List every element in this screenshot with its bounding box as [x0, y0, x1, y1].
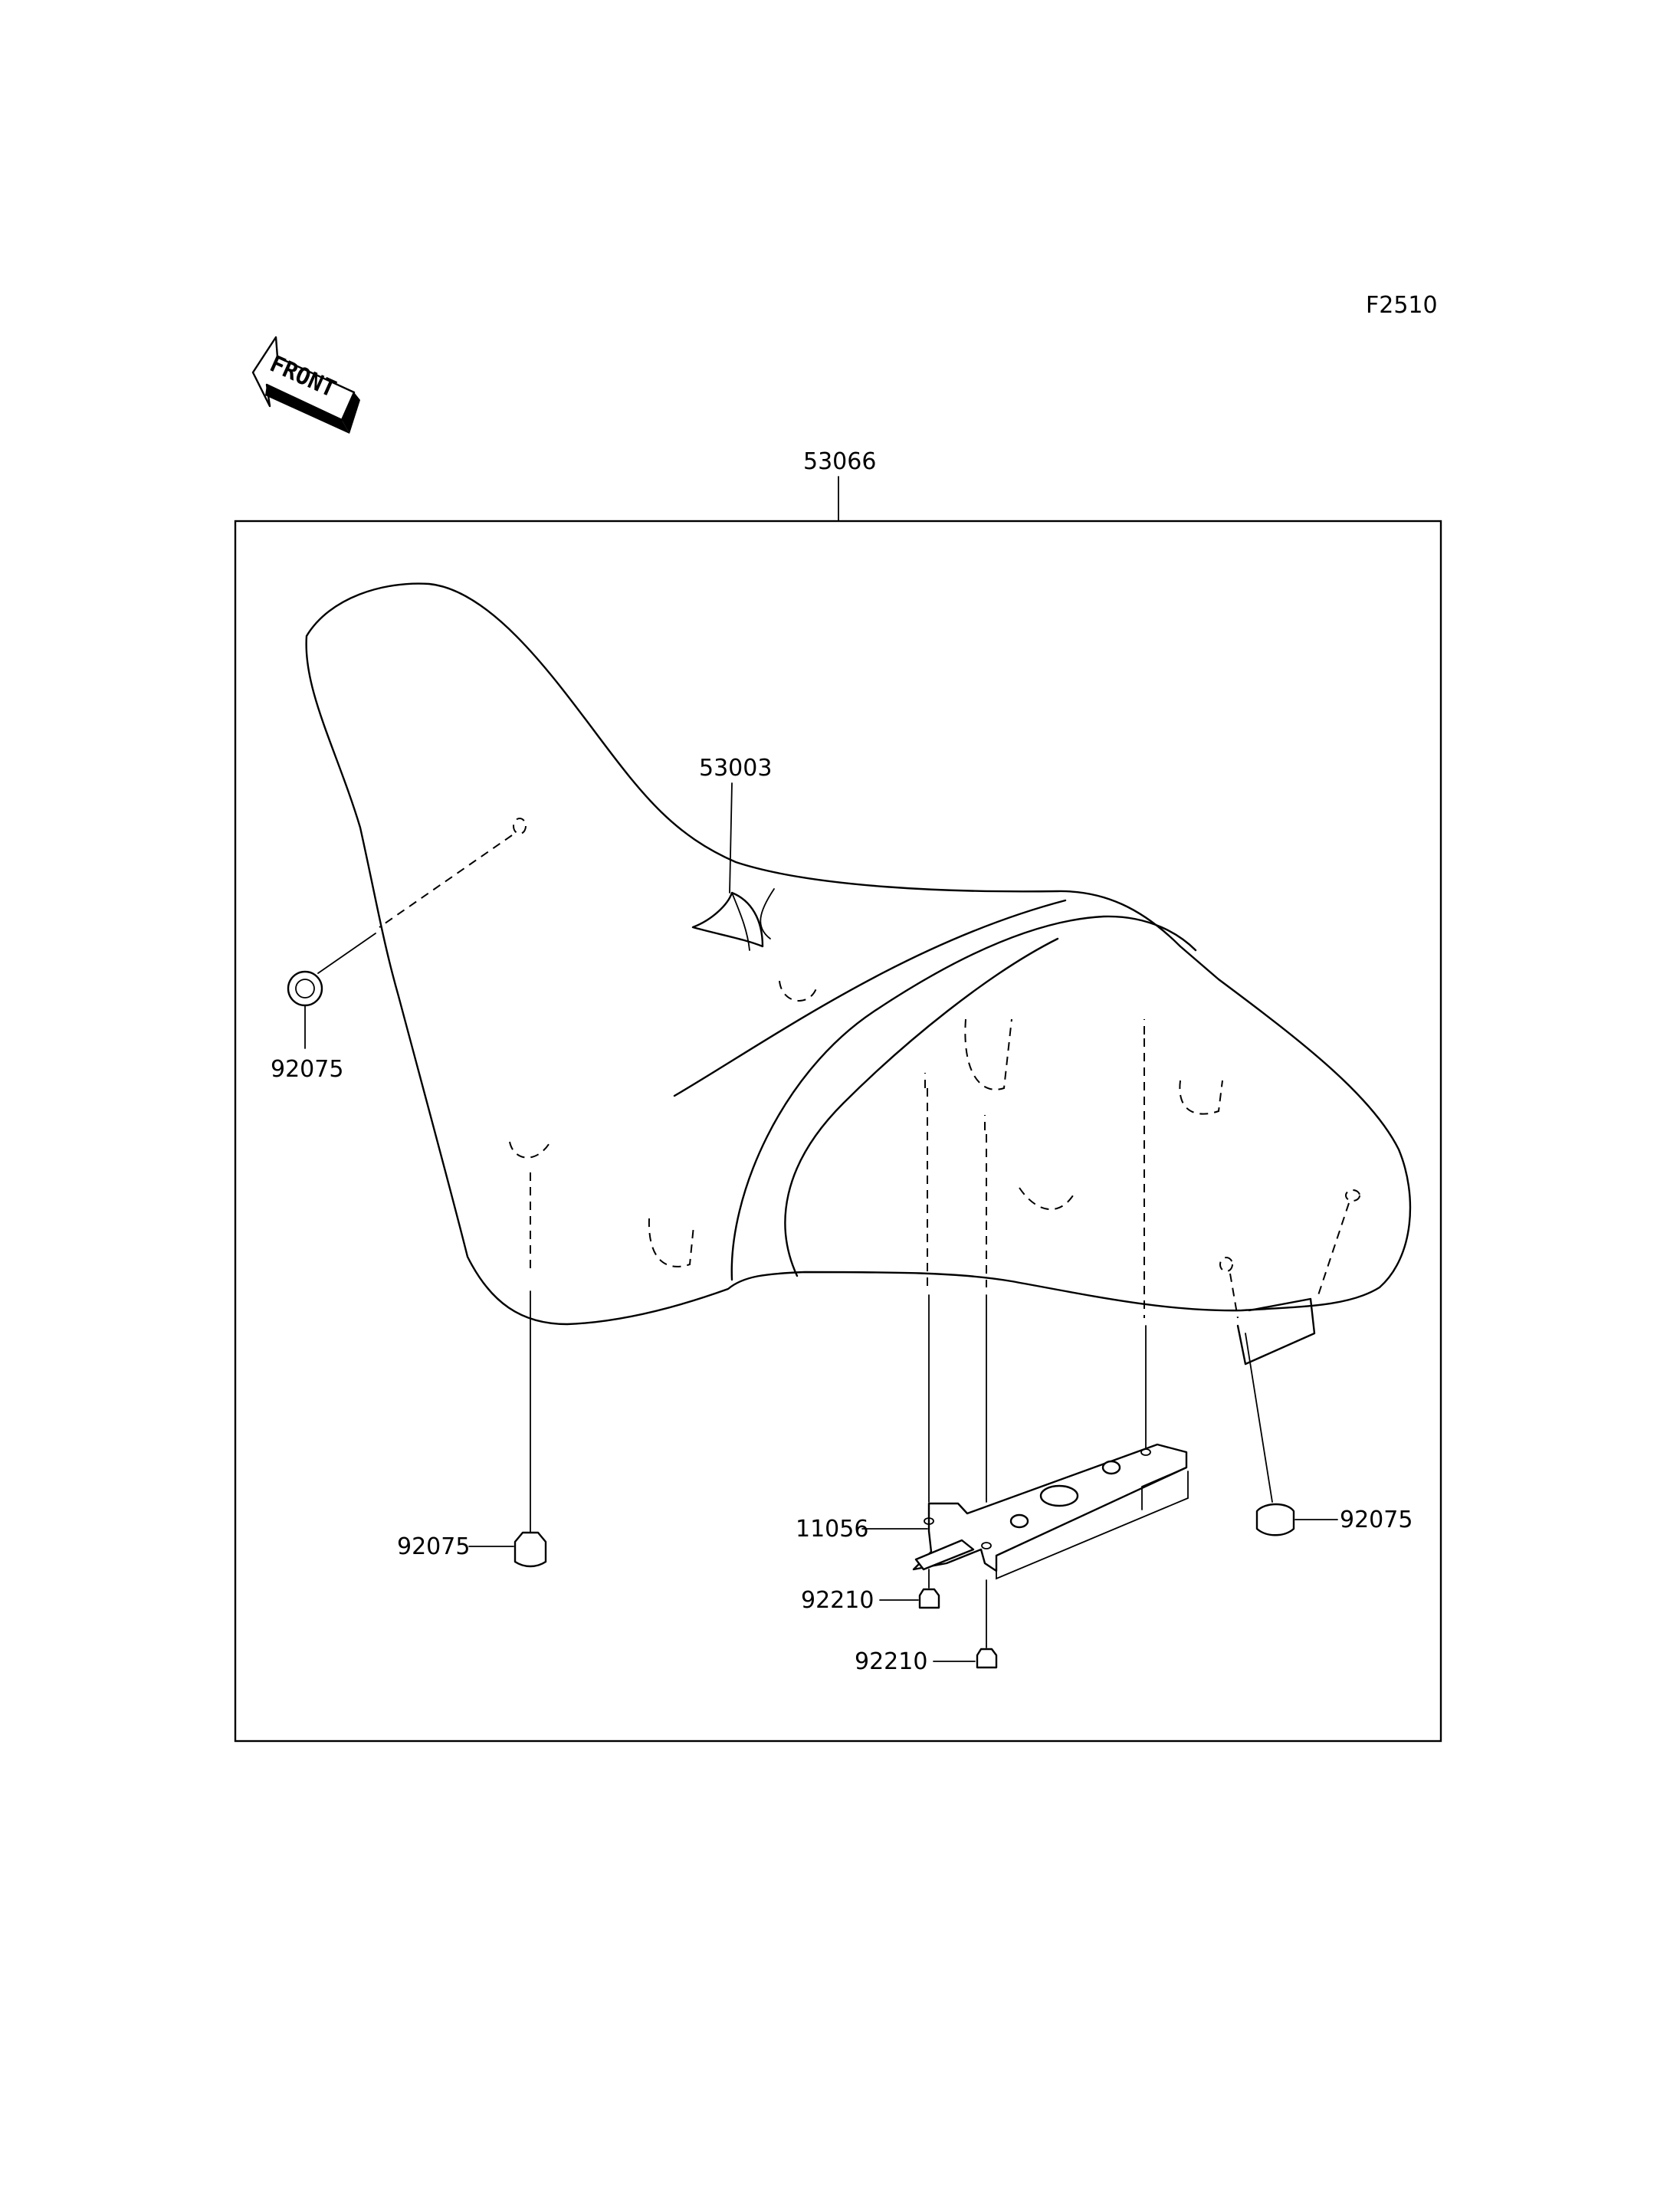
callout-92210-upper: 92210: [801, 1587, 874, 1614]
callout-53066: 53066: [803, 448, 876, 475]
damper-bottom-left: [468, 1172, 547, 1568]
callout-92210-lower: 92210: [855, 1648, 927, 1675]
bracket: [861, 1038, 1189, 1580]
damper-right: [1219, 1189, 1360, 1536]
front-arrow-icon: FRONT: [251, 336, 360, 434]
assembly-frame: [234, 520, 1442, 1743]
nut-lower: [933, 1579, 998, 1669]
seat-body: [305, 582, 1412, 1366]
seat-mount-holes: [509, 980, 1223, 1267]
callout-11056: 11056: [796, 1516, 868, 1543]
nut-upper: [879, 1569, 940, 1609]
figure-code: F2510: [1366, 292, 1438, 319]
damper-left: [287, 818, 527, 1049]
callout-92075-right: 92075: [1340, 1507, 1413, 1533]
callout-92075-bottom-left: 92075: [397, 1533, 470, 1560]
callout-53003: 53003: [699, 755, 772, 782]
leader-53003: [729, 782, 733, 894]
seat-cover-patch: [691, 891, 764, 951]
callout-92075-left: 92075: [271, 1056, 343, 1083]
